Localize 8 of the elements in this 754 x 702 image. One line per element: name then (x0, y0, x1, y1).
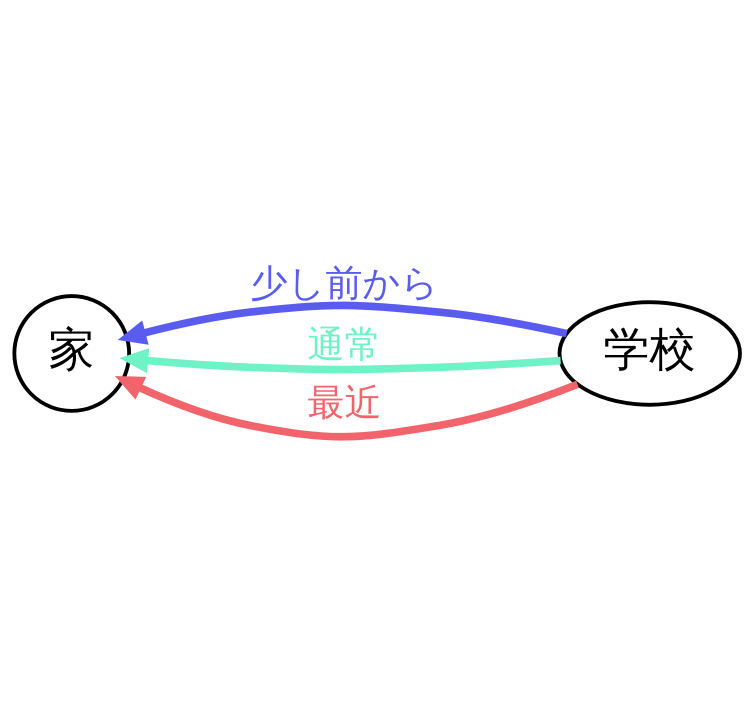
arrow (114, 375, 579, 440)
node-ellipse: 学校 (558, 300, 742, 406)
node-circle: 家 (12, 294, 132, 412)
arrow (118, 301, 568, 344)
edge-label: 少し前から (250, 261, 438, 304)
edge-label: 最近 (307, 380, 382, 424)
arrow (119, 348, 561, 373)
edge-label: 通常 (307, 322, 382, 366)
